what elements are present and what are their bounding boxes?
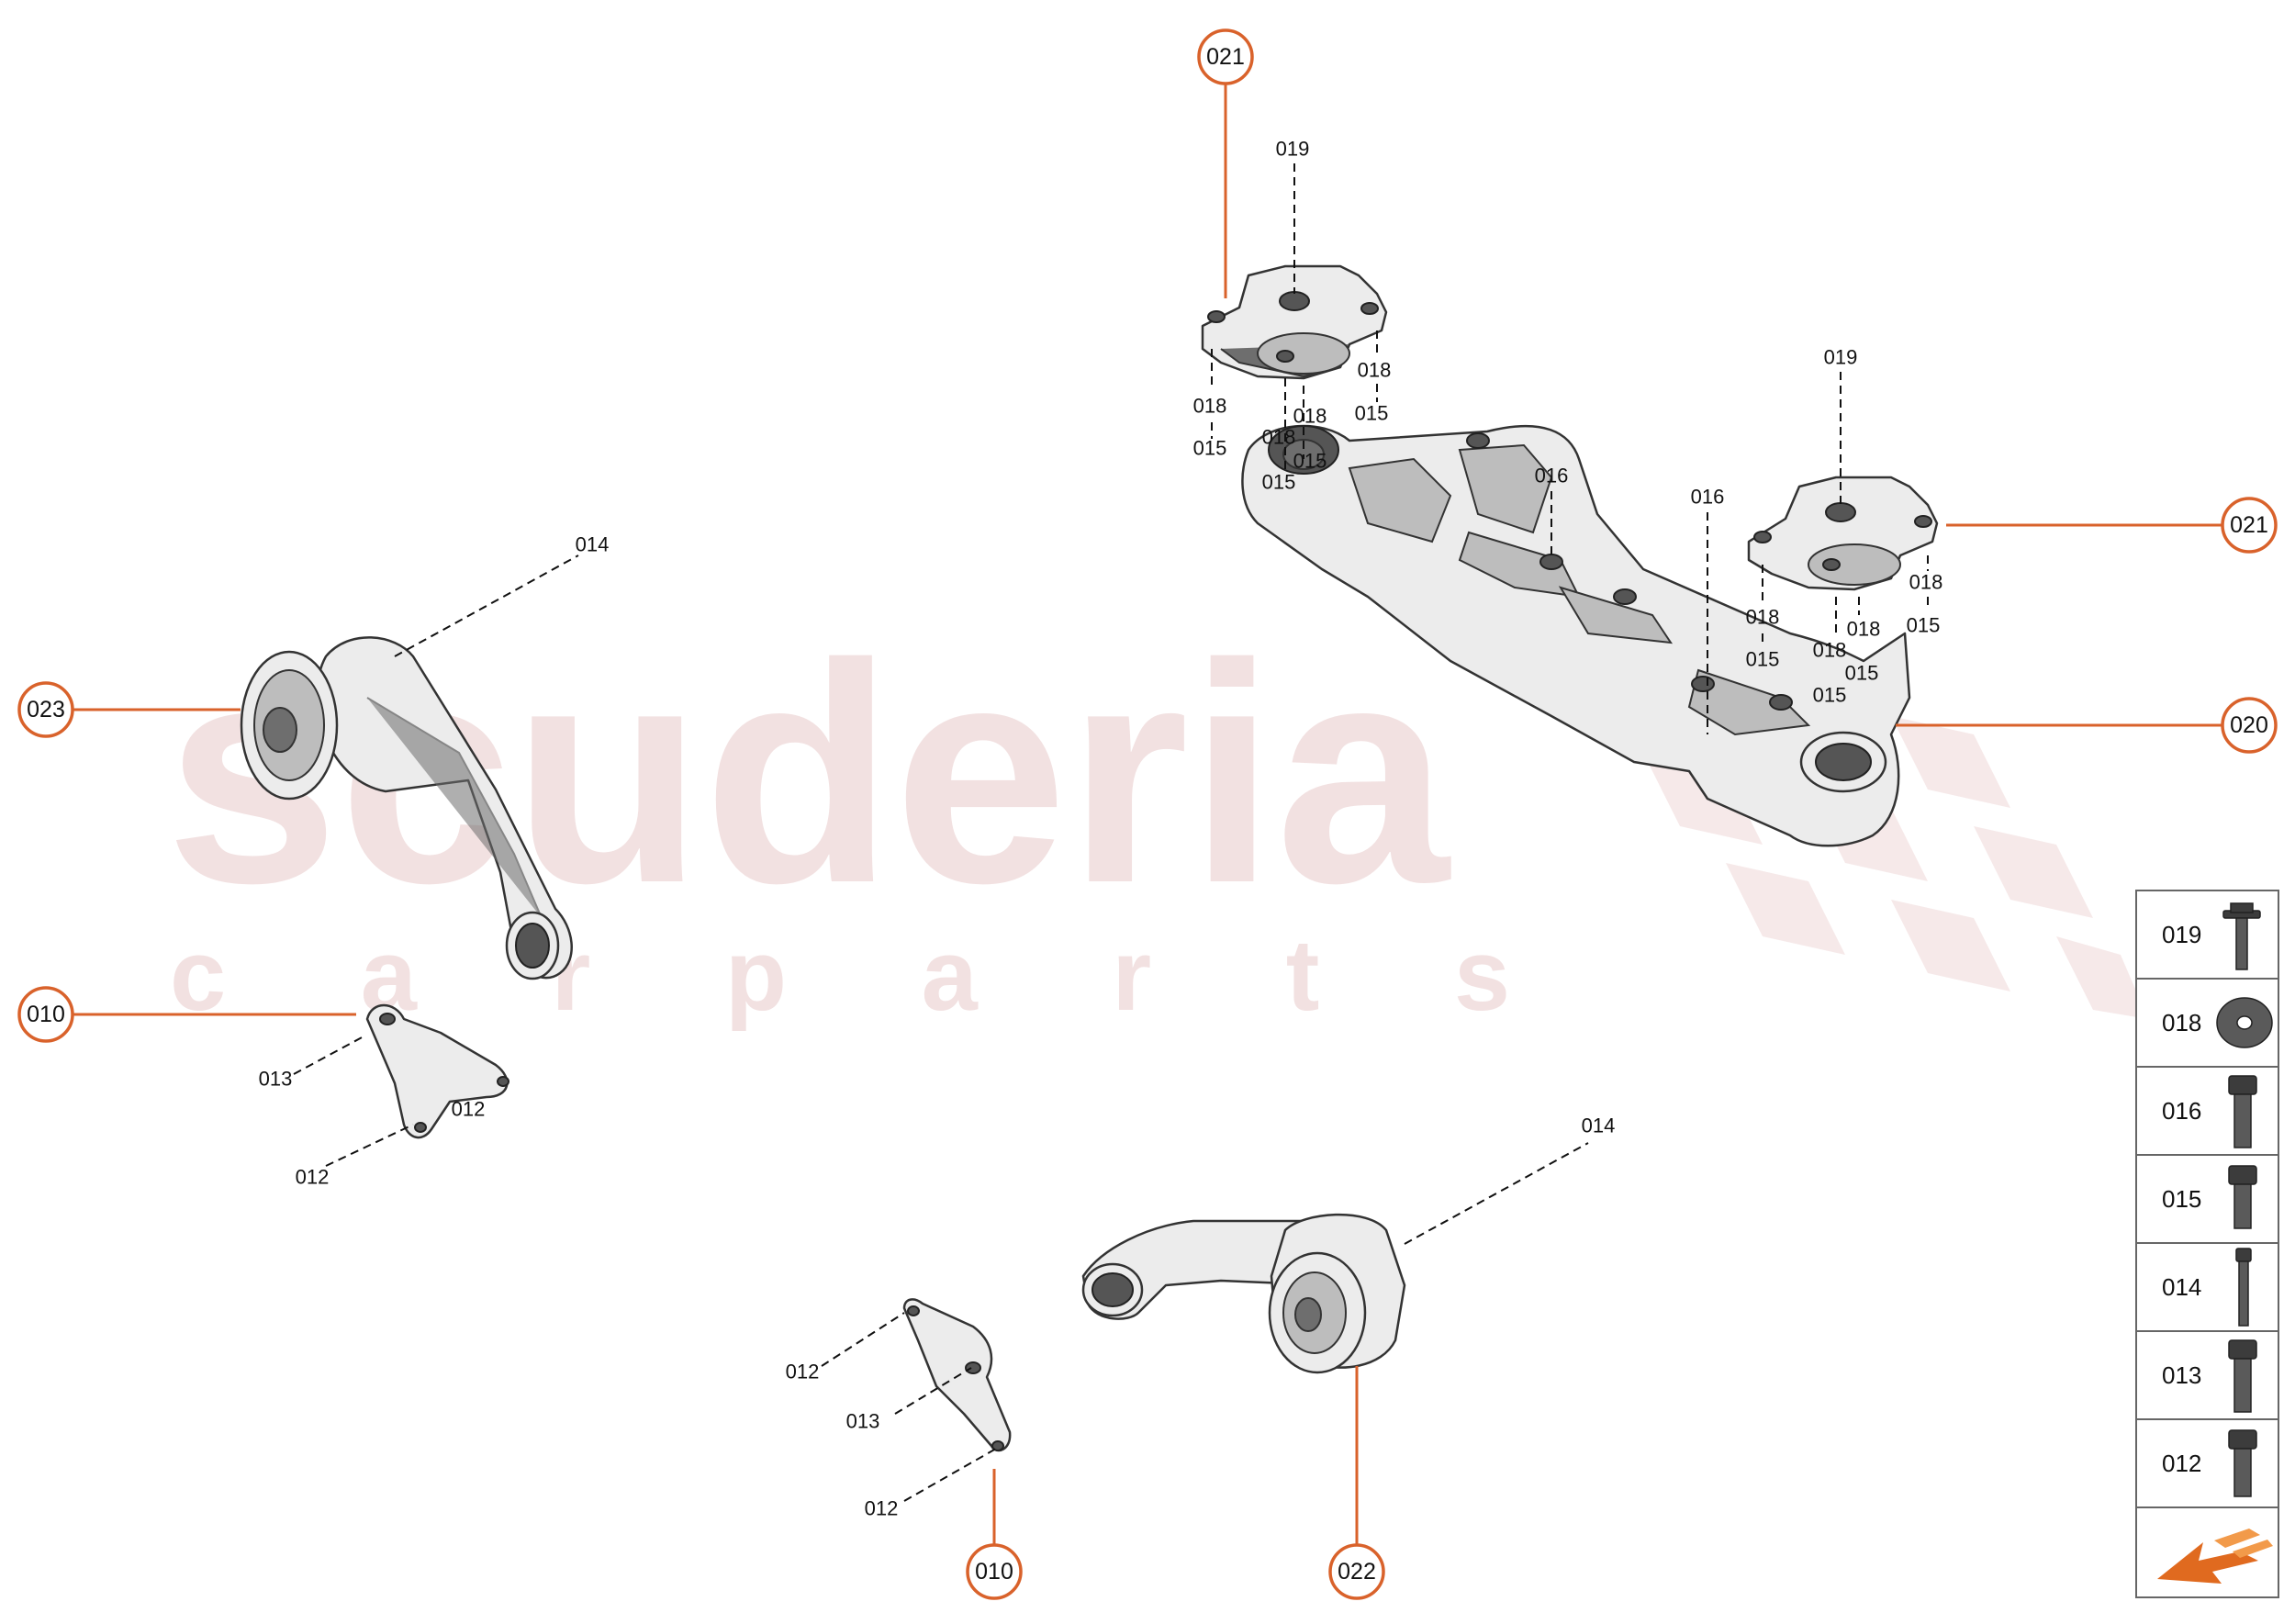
callout-label: 020 [2230, 712, 2268, 738]
ref-label: 013 [846, 1410, 880, 1433]
ref-label: 018 [1262, 426, 1296, 449]
ref-label: 012 [786, 1361, 820, 1383]
callout-023[interactable]: 023 [17, 681, 74, 738]
washer-icon [2216, 997, 2273, 1048]
callout-label: 021 [1206, 44, 1245, 70]
callout-label: 010 [975, 1559, 1013, 1585]
ref-label: 016 [1691, 486, 1725, 509]
ref-label: 014 [576, 533, 610, 556]
callout-021-right[interactable]: 021 [2221, 497, 2278, 554]
engine-mount-top-part [1201, 264, 1388, 380]
hex-bolt-icon [2228, 1075, 2257, 1148]
ref-label: 018 [1813, 639, 1847, 662]
legend-row-016[interactable]: 016 [2162, 1075, 2257, 1148]
ref-label: 012 [452, 1098, 486, 1121]
ref-label: 015 [1293, 450, 1327, 473]
legend-row-014[interactable]: 014 [2162, 1248, 2252, 1327]
ref-label: 019 [1276, 138, 1310, 161]
callout-022[interactable]: 022 [1328, 1543, 1385, 1600]
legend-row-015[interactable]: 015 [2162, 1165, 2257, 1229]
torque-rod-bottom-part [1081, 1213, 1406, 1374]
callout-label: 010 [27, 1002, 65, 1027]
long-bolt-icon [2235, 1248, 2252, 1327]
ref-label: 015 [1193, 437, 1227, 460]
ref-label: 018 [1847, 618, 1881, 641]
callout-label: 022 [1338, 1559, 1376, 1585]
callout-021-top[interactable]: 021 [1197, 28, 1254, 85]
ref-label: 018 [1358, 359, 1392, 382]
ref-label: 015 [1746, 648, 1780, 671]
hex-bolt-icon [2228, 1339, 2257, 1413]
callout-010-bottom[interactable]: 010 [966, 1543, 1023, 1600]
ref-label: 018 [1909, 571, 1943, 594]
ref-label: 018 [1293, 405, 1327, 428]
legend-label: 015 [2162, 1185, 2201, 1213]
legend-label: 014 [2162, 1273, 2201, 1301]
callout-020[interactable]: 020 [2221, 697, 2278, 754]
ref-label: 018 [1193, 395, 1227, 418]
arrow-logo-icon[interactable] [2157, 1529, 2273, 1584]
legend-label: 019 [2162, 921, 2201, 948]
ref-label: 016 [1535, 465, 1569, 487]
legend-label: 018 [2162, 1009, 2201, 1036]
legend-label: 016 [2162, 1097, 2201, 1125]
ref-label: 015 [1845, 662, 1879, 685]
reference-labels: 019 018 015 018 015 018 018 015 015 016 … [259, 138, 1943, 1520]
crossmember-part [1241, 424, 1911, 847]
legend-label: 013 [2162, 1361, 2201, 1389]
callout-leaders [72, 83, 2222, 1570]
ref-label: 013 [259, 1068, 293, 1091]
hex-bolt-icon [2228, 1165, 2257, 1229]
ref-label: 018 [1746, 606, 1780, 629]
callout-010-left[interactable]: 010 [17, 986, 74, 1043]
callout-label: 023 [27, 697, 65, 722]
ref-label: 019 [1824, 346, 1858, 369]
reference-leaders [293, 163, 1929, 1502]
bracket-bottom-part [902, 1298, 1012, 1452]
ref-label: 012 [865, 1497, 899, 1520]
ref-label: 015 [1813, 684, 1847, 707]
legend-row-019[interactable]: 019 [2162, 902, 2261, 970]
ref-label: 015 [1262, 471, 1296, 494]
legend-row-012[interactable]: 012 [2162, 1429, 2257, 1497]
ref-label: 015 [1355, 402, 1389, 425]
ref-label: 014 [1582, 1114, 1616, 1137]
legend-row-018[interactable]: 018 [2162, 997, 2273, 1048]
torque-rod-left-part [240, 636, 573, 980]
callout-label: 021 [2230, 512, 2268, 538]
flange-bolt-icon [2222, 902, 2261, 970]
engine-mount-right-part [1747, 476, 1939, 591]
hex-bolt-icon [2228, 1429, 2257, 1497]
fastener-legend: 019 018 016 015 [2135, 890, 2279, 1598]
ref-label: 012 [296, 1166, 330, 1189]
legend-label: 012 [2162, 1450, 2201, 1477]
ref-label: 015 [1907, 614, 1941, 637]
legend-row-013[interactable]: 013 [2162, 1339, 2257, 1413]
bracket-left-part [365, 1003, 509, 1139]
